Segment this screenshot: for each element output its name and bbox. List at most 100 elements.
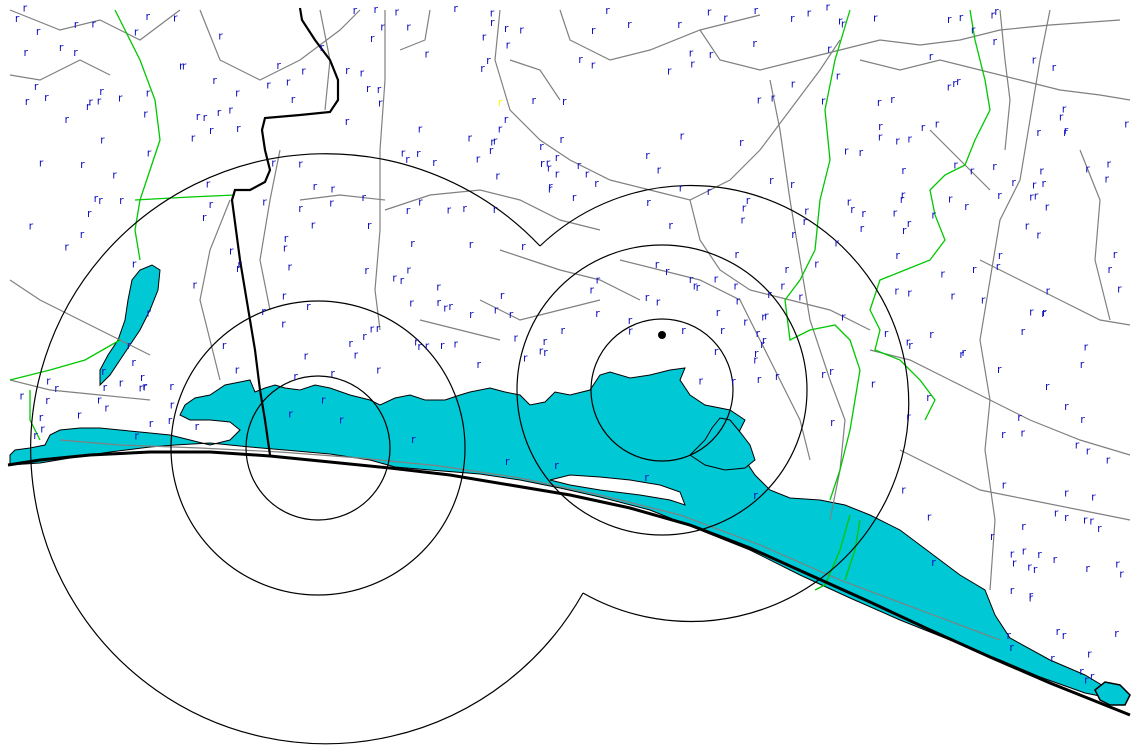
flag-marker-icon[interactable]: r	[1001, 428, 1006, 441]
flag-marker-icon[interactable]: r	[953, 159, 958, 172]
flag-marker-icon[interactable]: r	[901, 189, 906, 202]
flag-marker-icon[interactable]: r	[907, 132, 912, 145]
flag-marker-icon[interactable]: r	[228, 104, 233, 117]
flag-marker-icon[interactable]: r	[191, 132, 196, 145]
flag-marker-icon[interactable]: r	[1032, 54, 1037, 67]
flag-marker-icon[interactable]: r	[1029, 589, 1034, 602]
flag-marker-icon[interactable]: r	[367, 219, 372, 232]
flag-marker-icon[interactable]: r	[462, 202, 467, 215]
flag-marker-icon[interactable]: r	[1090, 670, 1095, 683]
flag-marker-icon[interactable]: r	[453, 2, 458, 15]
flag-marker-icon[interactable]: r	[469, 238, 474, 251]
flag-marker-icon[interactable]: r	[493, 203, 498, 216]
flag-marker-icon[interactable]: r	[1063, 126, 1068, 139]
flag-marker-icon[interactable]: r	[209, 198, 214, 211]
flag-marker-icon[interactable]: r	[348, 337, 353, 350]
flag-marker-icon[interactable]: r	[202, 211, 207, 224]
flag-marker-icon[interactable]: r	[179, 60, 184, 73]
flag-marker-icon[interactable]: r	[1034, 189, 1039, 202]
flag-marker-icon[interactable]: r	[514, 332, 519, 345]
flag-marker-icon[interactable]: r	[628, 325, 633, 338]
flag-marker-icon[interactable]: r	[1021, 427, 1026, 440]
flag-marker-icon[interactable]: r	[46, 374, 51, 387]
flag-marker-icon[interactable]: r	[1027, 561, 1032, 574]
flag-marker-icon[interactable]: r	[425, 339, 430, 352]
flag-marker-icon[interactable]: r	[997, 363, 1002, 376]
flag-marker-icon[interactable]: r	[119, 377, 124, 390]
flag-marker-icon[interactable]: r	[321, 394, 326, 407]
flag-marker-icon[interactable]: r	[437, 296, 442, 309]
flag-marker-icon[interactable]: r	[645, 149, 650, 162]
flag-marker-icon[interactable]: r	[894, 285, 899, 298]
flag-marker-icon[interactable]: r	[1114, 627, 1119, 640]
highlighted-flag-marker-icon[interactable]: r	[498, 96, 503, 109]
flag-marker-icon[interactable]: r	[276, 59, 281, 72]
flag-marker-icon[interactable]: r	[742, 202, 747, 215]
flag-marker-icon[interactable]: r	[921, 121, 926, 134]
flag-marker-icon[interactable]: r	[400, 274, 405, 287]
flag-marker-icon[interactable]: r	[509, 308, 514, 321]
flag-marker-icon[interactable]: r	[814, 257, 819, 270]
flag-marker-icon[interactable]: r	[756, 327, 761, 340]
flag-marker-icon[interactable]: r	[893, 207, 898, 220]
flag-marker-icon[interactable]: r	[266, 78, 271, 91]
flag-marker-icon[interactable]: r	[330, 367, 335, 380]
flag-marker-icon[interactable]: r	[353, 4, 358, 17]
flag-marker-icon[interactable]: r	[140, 371, 145, 384]
flag-marker-icon[interactable]: r	[860, 222, 865, 235]
flag-marker-icon[interactable]: r	[1084, 341, 1089, 354]
flag-marker-icon[interactable]: r	[91, 17, 96, 30]
flag-marker-icon[interactable]: r	[972, 263, 977, 276]
flag-marker-icon[interactable]: r	[34, 80, 39, 93]
flag-marker-icon[interactable]: r	[709, 48, 714, 61]
flag-marker-icon[interactable]: r	[1029, 190, 1034, 203]
flag-marker-icon[interactable]: r	[217, 106, 222, 119]
flag-marker-icon[interactable]: r	[29, 220, 34, 233]
flag-marker-icon[interactable]: r	[645, 291, 650, 304]
flag-marker-icon[interactable]: r	[97, 95, 102, 108]
flag-marker-icon[interactable]: r	[878, 131, 883, 144]
flag-marker-icon[interactable]: r	[548, 180, 553, 193]
flag-marker-icon[interactable]: r	[284, 232, 289, 245]
flag-marker-icon[interactable]: r	[873, 12, 878, 25]
flag-marker-icon[interactable]: r	[746, 194, 751, 207]
flag-marker-icon[interactable]: r	[521, 240, 526, 253]
flag-marker-icon[interactable]: r	[139, 382, 144, 395]
flag-marker-icon[interactable]: r	[1056, 625, 1061, 638]
flag-marker-icon[interactable]: r	[1052, 61, 1057, 74]
flag-marker-icon[interactable]: r	[147, 306, 152, 319]
flag-marker-icon[interactable]: r	[952, 77, 957, 90]
flag-marker-icon[interactable]: r	[490, 136, 495, 149]
flag-marker-icon[interactable]: r	[962, 346, 967, 359]
flag-marker-icon[interactable]: r	[500, 289, 505, 302]
flag-marker-icon[interactable]: r	[370, 323, 375, 336]
flag-marker-icon[interactable]: r	[469, 308, 474, 321]
flag-marker-icon[interactable]: r	[395, 6, 400, 19]
flag-marker-icon[interactable]: r	[486, 54, 491, 67]
flag-marker-icon[interactable]: r	[785, 263, 790, 276]
flag-marker-icon[interactable]: r	[193, 278, 198, 291]
flag-marker-icon[interactable]: r	[1054, 506, 1059, 519]
flag-marker-icon[interactable]: r	[23, 1, 28, 14]
flag-marker-icon[interactable]: r	[931, 208, 936, 221]
flag-marker-icon[interactable]: r	[331, 183, 336, 196]
flag-marker-icon[interactable]: r	[993, 35, 998, 48]
flag-marker-icon[interactable]: r	[991, 9, 996, 22]
flag-marker-icon[interactable]: r	[1009, 641, 1014, 654]
flag-marker-icon[interactable]: r	[222, 339, 227, 352]
flag-marker-icon[interactable]: r	[595, 307, 600, 320]
flag-marker-icon[interactable]: r	[447, 204, 452, 217]
flag-marker-icon[interactable]: r	[951, 290, 956, 303]
flag-marker-icon[interactable]: r	[696, 281, 701, 294]
flag-marker-icon[interactable]: r	[293, 370, 298, 383]
flag-marker-icon[interactable]: r	[354, 348, 359, 361]
flag-marker-icon[interactable]: r	[329, 196, 334, 209]
flag-marker-icon[interactable]: r	[20, 390, 25, 403]
flag-marker-icon[interactable]: r	[454, 337, 459, 350]
flag-marker-icon[interactable]: r	[757, 94, 762, 107]
flag-marker-icon[interactable]: r	[476, 153, 481, 166]
flag-marker-icon[interactable]: r	[143, 107, 148, 120]
flag-marker-icon[interactable]: r	[94, 192, 99, 205]
flag-marker-icon[interactable]: r	[804, 205, 809, 218]
flag-marker-icon[interactable]: r	[1021, 325, 1026, 338]
